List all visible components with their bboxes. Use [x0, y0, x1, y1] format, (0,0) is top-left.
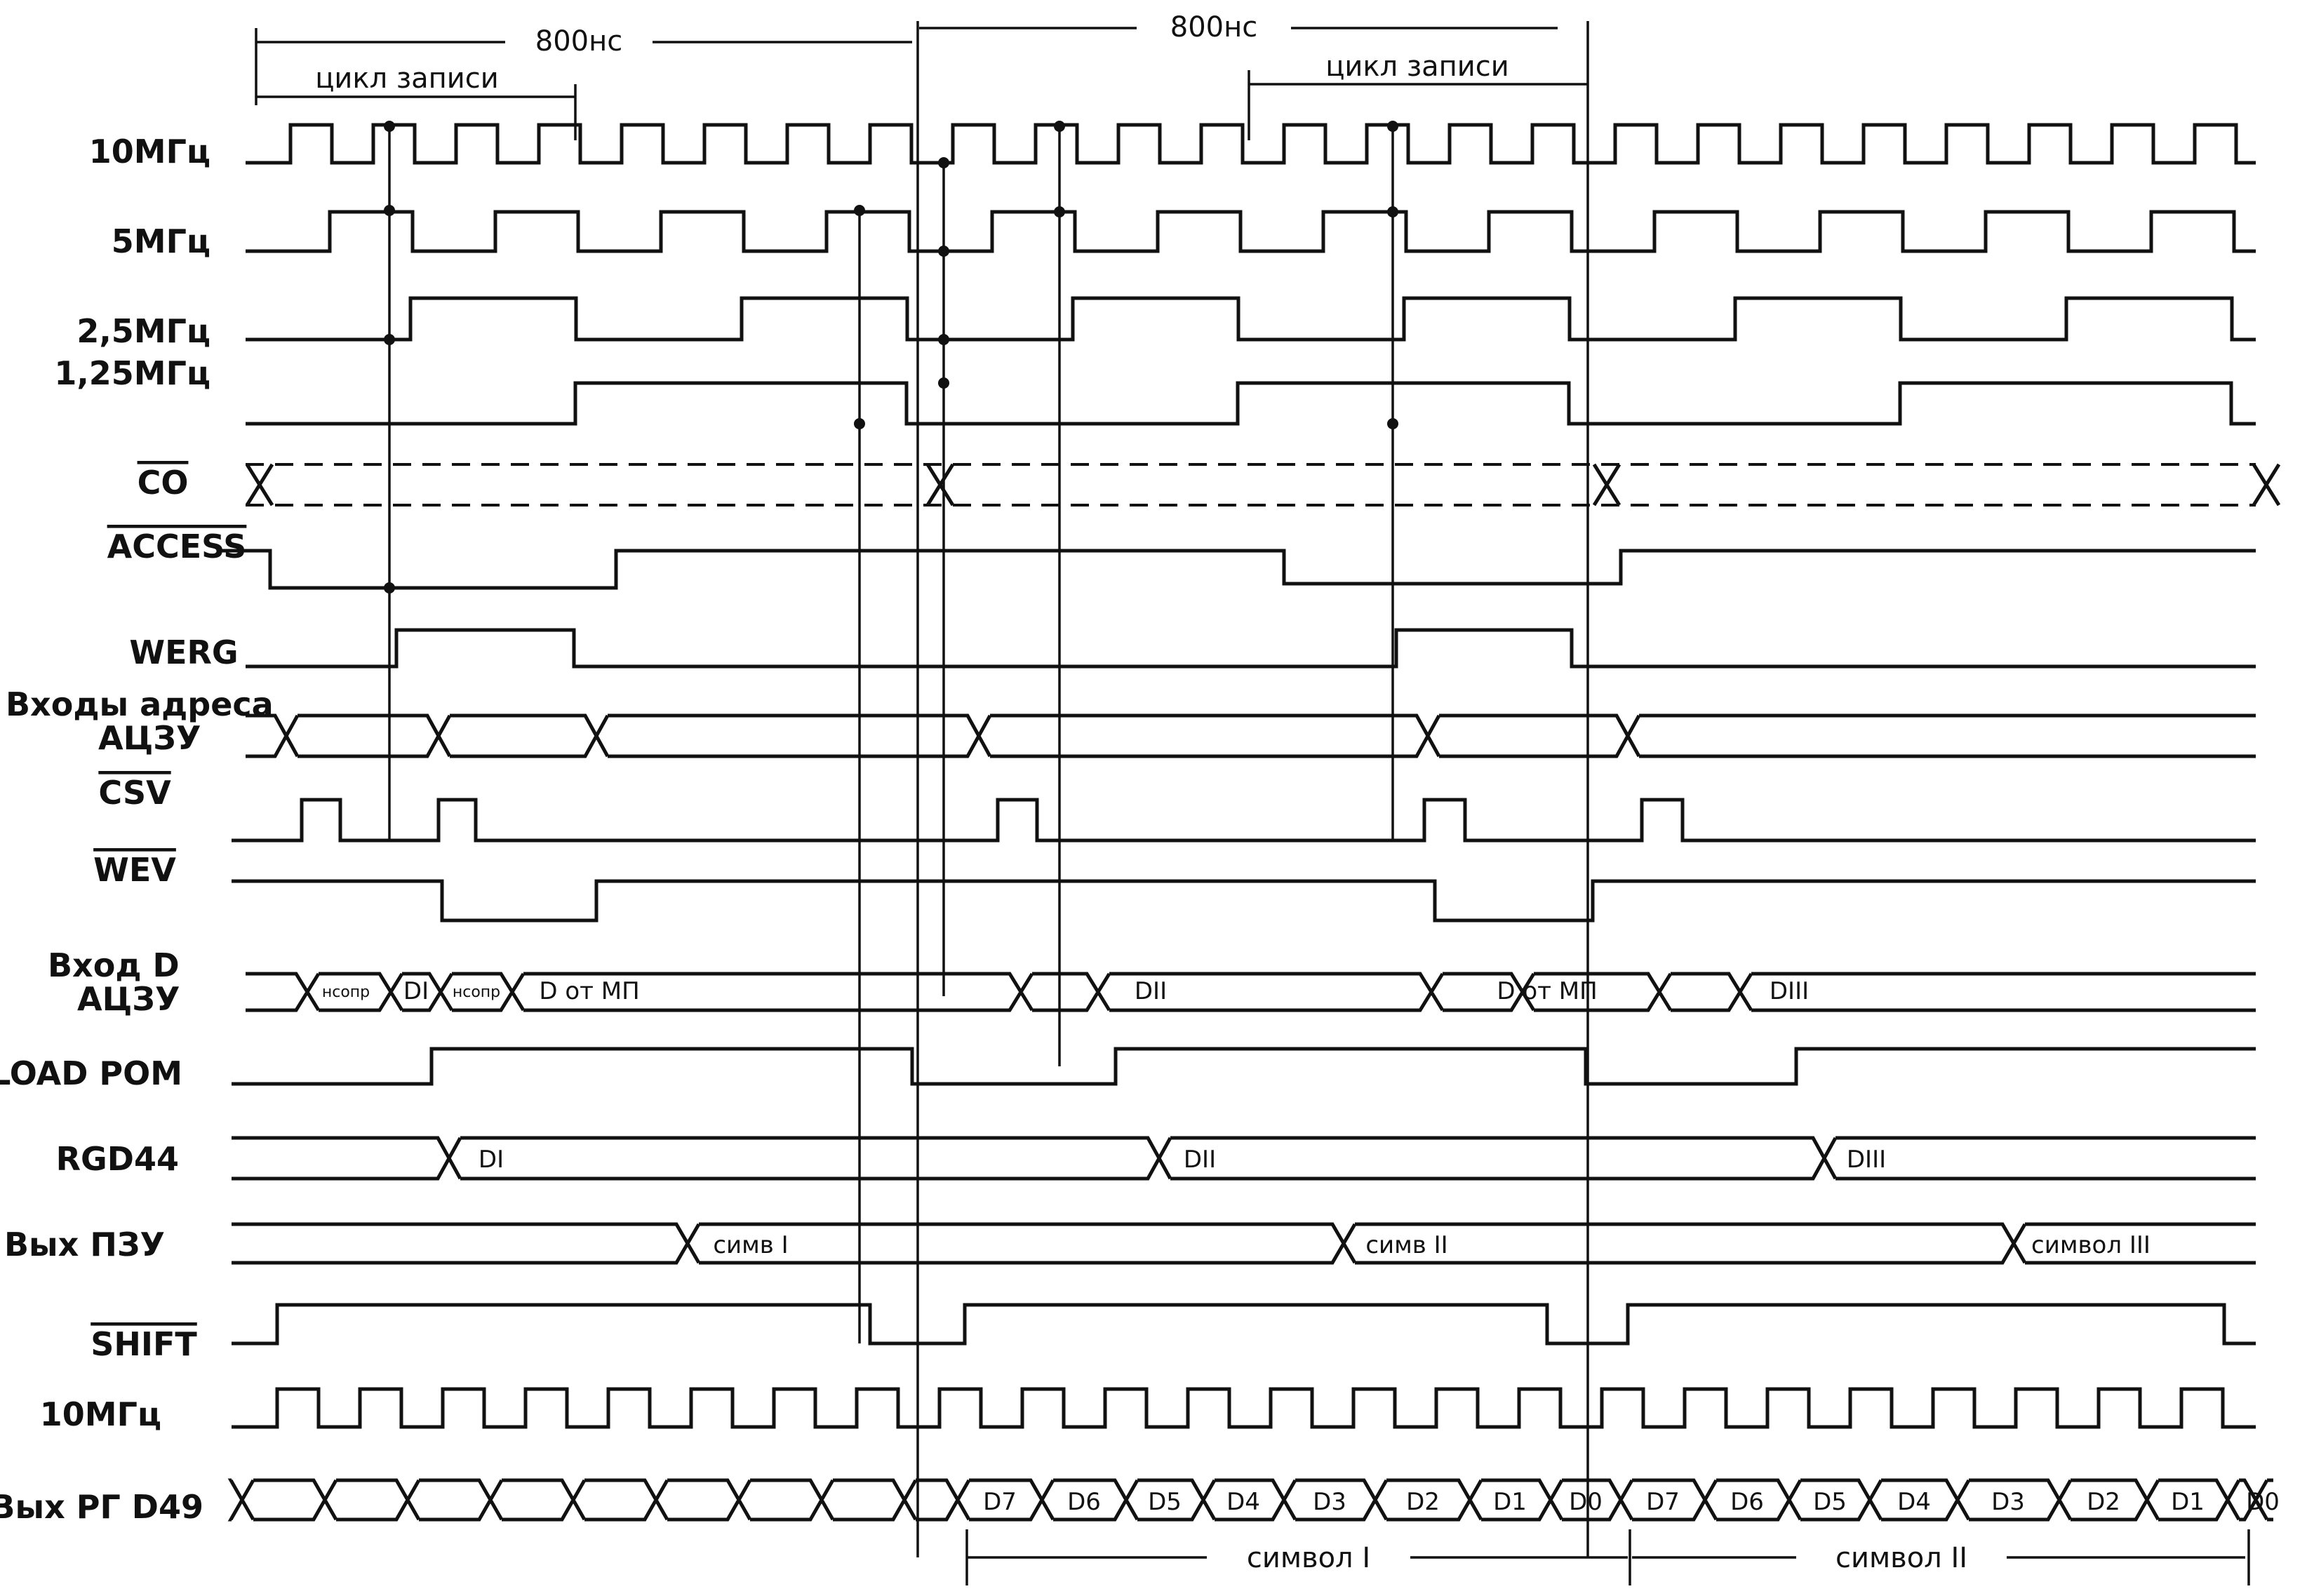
- marker-dot-7: [938, 246, 949, 257]
- label-wev: WEV: [93, 851, 176, 889]
- rgd49-bit-14: D1: [2171, 1488, 2205, 1516]
- label-loadpom: LOAD POM: [0, 1054, 182, 1092]
- label-co: СО: [138, 464, 189, 502]
- datain-label-6: DIII: [1770, 977, 1809, 1005]
- datain-label-1: DI: [403, 977, 429, 1005]
- rgd49-bit-13: D2: [2087, 1488, 2120, 1516]
- period1-label: 800нс: [535, 25, 623, 58]
- marker-dot-2: [384, 334, 395, 345]
- wave-werg: [246, 628, 2256, 669]
- wave-clk5: [246, 210, 2256, 253]
- co-cross-2: [1592, 463, 1621, 507]
- symbol2-label: символ II: [1835, 1542, 1967, 1574]
- rgd49-bit-12: D3: [1991, 1488, 2025, 1516]
- rom-label-2: символ III: [2031, 1231, 2151, 1259]
- rgd49-bit-9: D6: [1730, 1488, 1764, 1516]
- wave-co: [246, 463, 2256, 507]
- wave-clk125: [246, 381, 2256, 426]
- rgd49-bit-11: D4: [1897, 1488, 1931, 1516]
- label-clk25: 2,5МГц: [76, 312, 210, 350]
- marker-dot-3: [384, 582, 395, 594]
- datain-label-4: DII: [1135, 977, 1167, 1005]
- rgd49-bit-15: D0: [2246, 1488, 2280, 1516]
- marker-dot-13: [1387, 206, 1398, 217]
- rgd49-bit-2: D5: [1148, 1488, 1182, 1516]
- co-cross-1: [925, 463, 955, 507]
- datain-label-3: D от МП: [539, 977, 639, 1005]
- rgd49-bit-3: D4: [1226, 1488, 1260, 1516]
- rgd49-bit-1: D6: [1067, 1488, 1101, 1516]
- top-annotations: 800нс 800нс цикл записи цикл записи: [255, 11, 1589, 1557]
- label-clk10: 10МГц: [89, 133, 210, 170]
- marker-dot-0: [384, 121, 395, 132]
- datain-label-5: D от МП: [1497, 977, 1597, 1005]
- wave-csv: [232, 798, 2256, 843]
- marker-dot-11: [1054, 206, 1065, 217]
- signal-labels: 10МГц 5МГц 2,5МГц 1,25МГц СО ACCESS WERG…: [0, 133, 274, 1526]
- wave-rom: [232, 1222, 2256, 1265]
- writecycle1-label: цикл записи: [315, 62, 499, 95]
- rgd49-bit-5: D2: [1406, 1488, 1440, 1516]
- label-clk125: 1,25МГц: [54, 354, 210, 392]
- rgd44-label-2: DIII: [1847, 1146, 1886, 1174]
- marker-dot-14: [1387, 418, 1398, 429]
- marker-dot-12: [1387, 121, 1398, 132]
- writecycle2-label: цикл записи: [1325, 51, 1509, 83]
- wave-clk25: [246, 296, 2256, 342]
- label-werg: WERG: [129, 633, 238, 671]
- label-clk10b: 10МГц: [40, 1395, 161, 1433]
- rom-label-1: симв II: [1365, 1231, 1447, 1259]
- bottom-annotations: символ I символ II: [965, 1529, 2250, 1585]
- marker-dot-1: [384, 205, 395, 216]
- wave-rgd49: [227, 1478, 2273, 1522]
- rgd49-bit-0: D7: [983, 1488, 1017, 1516]
- wave-datain: [246, 972, 2256, 1012]
- wave-access: [218, 549, 2256, 590]
- datain-label-0: нсопр: [322, 984, 370, 1001]
- label-csv: CSV: [98, 774, 171, 812]
- wave-rgd44: [232, 1136, 2256, 1181]
- datain-label-2: нсопр: [453, 984, 500, 1001]
- marker-dot-8: [938, 334, 949, 345]
- label-clk5: 5МГц: [112, 222, 210, 260]
- wave-clk10: [246, 123, 2256, 165]
- wave-addr: [246, 713, 2256, 758]
- label-shift: SHIFT: [91, 1325, 197, 1363]
- rgd49-bit-10: D5: [1813, 1488, 1847, 1516]
- co-cross-3: [2252, 463, 2281, 507]
- rgd49-bit-4: D3: [1313, 1488, 1346, 1516]
- marker-dot-6: [938, 157, 949, 168]
- wave-loadpom: [232, 1047, 2256, 1086]
- rgd44-label-0: DI: [479, 1146, 504, 1174]
- label-rgd49: Вых РГ D49: [0, 1488, 203, 1526]
- marker-dot-9: [938, 377, 949, 389]
- rom-label-0: симв I: [713, 1231, 788, 1259]
- rgd49-bit-8: D7: [1646, 1488, 1680, 1516]
- rgd44-label-1: DII: [1184, 1146, 1216, 1174]
- symbol1-label: символ I: [1247, 1542, 1370, 1574]
- rgd49-bit-6: D1: [1493, 1488, 1527, 1516]
- marker-dot-5: [854, 418, 865, 429]
- label-rgd44: RGD44: [56, 1140, 179, 1178]
- marker-dot-10: [1054, 121, 1065, 132]
- wave-shift: [232, 1303, 2256, 1346]
- co-cross-0: [245, 463, 274, 507]
- marker-dot-4: [854, 205, 865, 216]
- period2-label: 800нс: [1170, 11, 1258, 43]
- label-access: ACCESS: [107, 528, 247, 565]
- rgd49-bit-7: D0: [1569, 1488, 1603, 1516]
- wave-clk10b: [232, 1387, 2256, 1429]
- wave-wev: [232, 879, 2256, 923]
- label-rom: Вых ПЗУ: [4, 1226, 165, 1263]
